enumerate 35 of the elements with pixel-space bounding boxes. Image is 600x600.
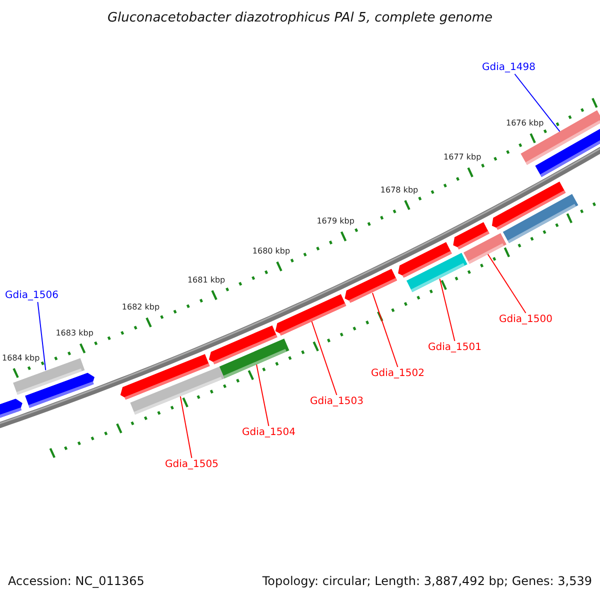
gene-label: Gdia_1502 xyxy=(371,368,424,379)
scale-label: 1679 kbp xyxy=(316,216,354,226)
gene-bar xyxy=(463,232,507,264)
leader-line xyxy=(372,292,398,368)
leader-line xyxy=(256,364,270,426)
leader-line xyxy=(37,302,46,371)
gene-bar xyxy=(218,338,289,379)
scale-label: 1684 kbp xyxy=(2,353,40,362)
leader-line xyxy=(514,74,560,132)
gene-label: Gdia_1504 xyxy=(242,427,296,438)
genome-summary: Topology: circular; Length: 3,887,492 bp; Genes: 3,539 xyxy=(262,574,592,588)
gene-bar xyxy=(502,194,578,244)
scale-label: 1680 kbp xyxy=(252,246,290,256)
leader-line xyxy=(180,396,192,458)
gene-label: Gdia_1506 xyxy=(5,290,58,301)
scale-label: 1678 kbp xyxy=(380,186,418,195)
scale-label: 1682 kbp xyxy=(122,302,160,312)
diagram-title: Gluconacetobacter diazotrophicus PAl 5, complete genome xyxy=(107,10,493,26)
gene-label: Gdia_1503 xyxy=(310,396,364,407)
gene-label: Gdia_1500 xyxy=(499,314,552,325)
scale-label: 1676 kbp xyxy=(506,118,544,128)
leader-line xyxy=(439,278,456,342)
gene-bar xyxy=(406,253,468,292)
gene-block xyxy=(342,269,398,305)
leader-line xyxy=(487,254,526,314)
scale-label: 1681 kbp xyxy=(187,276,226,285)
gene-block xyxy=(24,371,96,408)
gene-label: Gdia_1501 xyxy=(428,342,482,353)
leader-line xyxy=(311,320,338,396)
scale-label: 1683 kbp xyxy=(56,328,94,338)
gene-label: Gdia_1505 xyxy=(165,459,218,470)
scale-label: 1677 kbp xyxy=(444,152,482,162)
gene-bar xyxy=(130,366,226,415)
gene-label: Gdia_1498 xyxy=(482,62,536,73)
accession-text: Accession: NC_011365 xyxy=(8,574,144,588)
